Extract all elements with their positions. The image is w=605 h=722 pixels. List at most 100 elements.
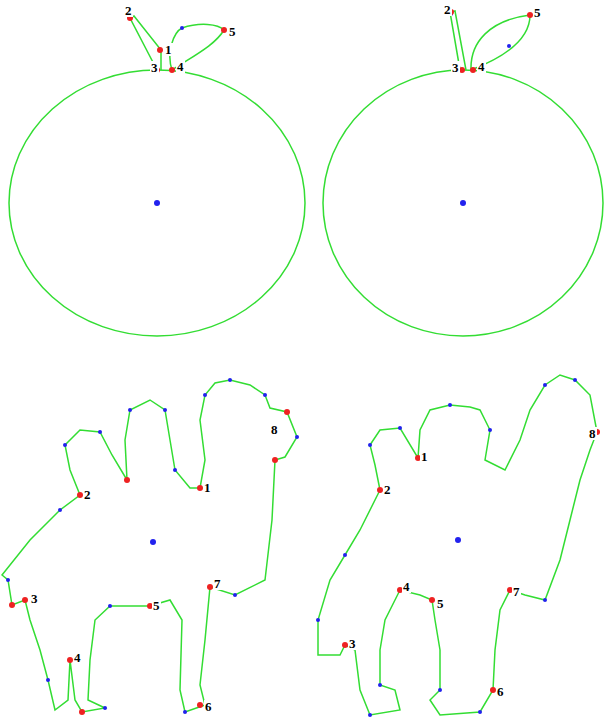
callout-number: 2: [443, 3, 452, 16]
sample-point: [46, 678, 50, 682]
camel-contour: [2, 380, 297, 712]
sample-point: [478, 710, 482, 714]
sample-point: [228, 378, 232, 382]
label-anchor: 4: [402, 577, 411, 595]
callout-number: 8: [270, 423, 279, 436]
label-anchor: 1: [164, 40, 173, 58]
sample-point: [295, 435, 299, 439]
sample-point: [448, 403, 452, 407]
key-point: [272, 457, 278, 463]
callout-number: 1: [203, 481, 212, 494]
label-anchor: 7: [512, 582, 521, 600]
key-point: [157, 47, 163, 53]
label-anchor: 6: [496, 682, 505, 700]
callout-number: 2: [124, 4, 133, 17]
sample-point: [507, 44, 511, 48]
sample-point: [368, 713, 372, 717]
key-point: [459, 67, 465, 73]
camel-contour: [318, 375, 597, 715]
sample-point: [543, 598, 547, 602]
sample-point: [63, 443, 67, 447]
callout-number: 5: [533, 6, 542, 19]
key-point: [197, 702, 203, 708]
sample-point: [108, 604, 112, 608]
callout-number: 7: [512, 585, 521, 598]
key-point: [22, 597, 28, 603]
centroid: [460, 200, 466, 206]
callout-number: 2: [383, 483, 392, 496]
label-anchor: 4: [176, 57, 185, 75]
label-anchor: 5: [436, 594, 445, 612]
label-anchor: 6: [204, 697, 213, 715]
sample-point: [398, 426, 402, 430]
label-anchor: 4: [477, 57, 486, 75]
label-anchor: 7: [213, 574, 222, 592]
label-anchor: 8: [588, 424, 597, 442]
sample-point: [343, 553, 347, 557]
centroid: [154, 200, 160, 206]
sample-point: [378, 683, 382, 687]
sample-point: [103, 706, 107, 710]
callout-number: 3: [30, 592, 39, 605]
sample-points: [6, 12, 577, 717]
callout-number: 3: [348, 637, 357, 650]
apple-contour: [323, 70, 603, 336]
sample-point: [173, 468, 177, 472]
label-anchor: 3: [348, 634, 357, 652]
label-anchor: 2: [124, 1, 133, 19]
sample-point: [183, 710, 187, 714]
sample-point: [163, 408, 167, 412]
apple-contour: [9, 70, 305, 336]
callout-number: 4: [176, 60, 185, 73]
callout-number: 1: [420, 450, 429, 463]
sample-point: [263, 393, 267, 397]
sample-point: [180, 26, 184, 30]
centroid: [150, 539, 156, 545]
callout-number: 6: [496, 685, 505, 698]
sample-point: [316, 618, 320, 622]
label-anchor: 3: [150, 58, 159, 76]
key-point: [284, 409, 290, 415]
callout-number: 6: [204, 700, 213, 713]
sample-point: [573, 378, 577, 382]
key-point: [79, 709, 85, 715]
callout-number: 3: [150, 61, 159, 74]
label-anchor: 1: [203, 478, 212, 496]
callout-number: 4: [477, 60, 486, 73]
callout-number: 2: [83, 488, 92, 501]
key-point: [221, 27, 227, 33]
callout-number: 5: [436, 597, 445, 610]
label-anchor: 8: [270, 420, 279, 438]
label-anchor: 3: [30, 589, 39, 607]
label-anchor: 2: [83, 485, 92, 503]
sample-point: [233, 593, 237, 597]
label-anchor: 1: [420, 447, 429, 465]
sample-point: [438, 688, 442, 692]
callout-number: 5: [152, 599, 161, 612]
centroid: [455, 537, 461, 543]
sample-point: [543, 383, 547, 387]
sample-point: [98, 430, 102, 434]
callout-number: 5: [228, 25, 237, 38]
key-point: [9, 602, 15, 608]
key-point: [169, 67, 175, 73]
sample-point: [58, 508, 62, 512]
callout-number: 4: [402, 580, 411, 593]
callout-number: 7: [213, 577, 222, 590]
sample-point: [6, 578, 10, 582]
label-anchor: 4: [73, 648, 82, 666]
label-anchor: 5: [533, 3, 542, 21]
sample-point: [488, 428, 492, 432]
callout-number: 8: [588, 427, 597, 440]
key-point: [124, 477, 130, 483]
sample-point: [368, 443, 372, 447]
label-anchor: 2: [443, 0, 452, 18]
sample-point: [128, 408, 132, 412]
contours: [2, 11, 603, 715]
label-anchor: 2: [383, 480, 392, 498]
callout-number: 1: [164, 43, 173, 56]
key-point: [470, 67, 476, 73]
